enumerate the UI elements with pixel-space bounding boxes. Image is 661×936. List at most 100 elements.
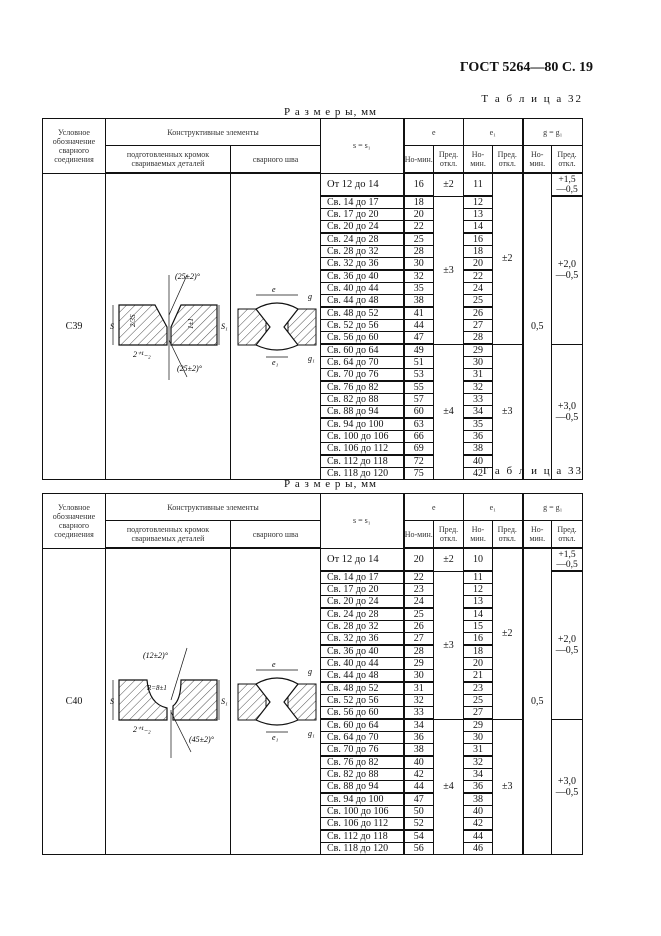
e1-nominal: 30: [463, 731, 493, 744]
weld-drawing: e e₁ g g₁: [237, 660, 316, 742]
constructive-header: Конструктивные элементы: [105, 493, 321, 521]
thickness-range: Св. 44 до 48: [320, 294, 404, 308]
weld-header: сварного шва: [230, 520, 321, 549]
e-nominal: 26: [402, 620, 434, 633]
e-header: e: [402, 493, 464, 521]
e-nominal: 57: [402, 393, 434, 406]
g-tolerance: +2,0 —0,5: [551, 195, 583, 345]
e-nominal: 72: [402, 454, 434, 468]
e1-nominal: 16: [463, 632, 493, 646]
e1-nominal: 20: [463, 657, 493, 670]
e1-label: e₁: [272, 733, 279, 742]
thickness-range: Св. 32 до 36: [320, 257, 404, 271]
thickness-range: Св. 70 до 76: [320, 743, 404, 757]
e1-nominal: 38: [463, 792, 493, 806]
prepared-cell: (25±2)° (25±2)° 2⁺¹₋₂ S S₁ 2/3S 1±1: [105, 172, 231, 480]
thickness-range: Св. 17 до 20: [320, 583, 404, 596]
thickness-range: Св. 82 до 88: [320, 768, 404, 781]
nom-header: Но-мин.: [402, 520, 434, 549]
e-nominal: 47: [402, 792, 434, 806]
g-header: g = g₁: [521, 118, 583, 146]
e-nominal: 30: [402, 669, 434, 683]
thickness-range: Св. 94 до 100: [320, 417, 404, 431]
g-tolerance: +2,0 —0,5: [551, 570, 583, 720]
e1-nominal: 11: [463, 172, 493, 197]
dim-label: 1±1: [187, 318, 195, 329]
prepared-header: подготовленных кромок свариваемых детале…: [105, 520, 231, 549]
thickness-range: Св. 88 до 94: [320, 405, 404, 419]
e-nominal: 31: [402, 681, 434, 695]
e1-nominal: 25: [463, 694, 493, 707]
table-32: Условное обозначение сварного соединения…: [42, 118, 583, 480]
e1-nominal: 12: [463, 195, 493, 209]
e-tolerance: ±2: [433, 172, 464, 197]
e-nominal: 25: [402, 232, 434, 246]
designation-header: Условное обозначение сварного соединения: [42, 118, 106, 174]
e-nominal: 24: [402, 595, 434, 609]
e1-nominal: 16: [463, 232, 493, 246]
thickness-range: Св. 70 до 76: [320, 368, 404, 382]
thickness-range: Св. 52 до 56: [320, 319, 404, 332]
thickness-range: Св. 44 до 48: [320, 669, 404, 683]
table-label: Т а б л и ц а 32: [481, 93, 583, 105]
e-nominal: 56: [402, 842, 434, 855]
g-nominal: 0,5: [521, 547, 552, 855]
e-nominal: 38: [402, 743, 434, 757]
e1-nominal: 32: [463, 380, 493, 394]
e1-nominal: 42: [463, 817, 493, 831]
e1-nominal: 36: [463, 780, 493, 794]
thickness-range: Св. 60 до 64: [320, 343, 404, 357]
e-nominal: 69: [402, 442, 434, 456]
table-label: Т а б л и ц а 33: [481, 465, 583, 477]
e1-nominal: 15: [463, 620, 493, 633]
weld-drawing: e e₁ g g₁: [237, 285, 316, 367]
g-tolerance: +1,5 —0,5: [551, 172, 583, 197]
e-nominal: 29: [402, 657, 434, 670]
e-nominal: 60: [402, 405, 434, 419]
thickness-range: Св. 64 до 70: [320, 731, 404, 744]
g-label: g: [308, 667, 312, 676]
thickness-range: Св. 48 до 52: [320, 306, 404, 320]
weld-header: сварного шва: [230, 145, 321, 174]
e1-nominal: 32: [463, 755, 493, 769]
designation-header: Условное обозначение сварного соединения: [42, 493, 106, 549]
page-header: ГОСТ 5264—80 С. 19: [459, 60, 593, 75]
e-tolerance: ±4: [433, 718, 464, 855]
e-nominal: 25: [402, 607, 434, 621]
e-nominal: 53: [402, 368, 434, 382]
e1-nominal: 35: [463, 417, 493, 431]
thickness-range: Св. 56 до 60: [320, 706, 404, 720]
e1-tolerance: ±2: [492, 172, 523, 345]
e1-nominal: 31: [463, 368, 493, 382]
e1-nominal: 18: [463, 644, 493, 658]
g-tolerance: +3,0 —0,5: [551, 343, 583, 480]
pred-header: Пред. откл.: [433, 520, 464, 549]
thickness-range: Св. 106 до 112: [320, 817, 404, 831]
s1-label: S₁: [221, 697, 228, 706]
thickness-range: Св. 100 до 106: [320, 430, 404, 443]
gap-label: 2⁺¹₋₂: [133, 350, 151, 359]
e1-nominal: 44: [463, 829, 493, 843]
weld-cell: e e₁ g g₁: [230, 547, 321, 855]
thickness-range: Св. 14 до 17: [320, 195, 404, 209]
e-nominal: 34: [402, 718, 434, 732]
e-nominal: 40: [402, 755, 434, 769]
e1-nominal: 10: [463, 547, 493, 572]
e1-nominal: 14: [463, 220, 493, 234]
thickness-range: Св. 17 до 20: [320, 208, 404, 221]
e1-nominal: 26: [463, 306, 493, 320]
